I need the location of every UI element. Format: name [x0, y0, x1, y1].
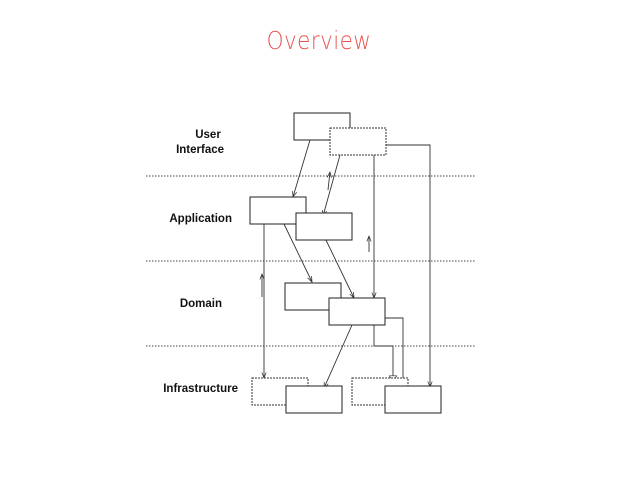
dependency-arrow — [324, 237, 354, 298]
layer-label-domain: Domain — [180, 298, 222, 310]
inheritance-arrow — [373, 325, 393, 383]
infrastructure-component-box — [384, 385, 442, 414]
upward-call-indicator — [328, 172, 330, 191]
layer-label-application: Application — [169, 213, 232, 225]
dependency-arrow — [283, 223, 312, 282]
dependency-arrow — [324, 324, 353, 388]
dependency-arrow — [293, 139, 311, 197]
dependency-arrow — [323, 154, 341, 216]
layer-label-user-interface: User Interface — [176, 129, 224, 156]
layer-label-infrastructure: Infrastructure — [163, 383, 238, 395]
domain-component-box — [284, 282, 342, 311]
dependency-arrow — [384, 317, 403, 387]
dependency-arrow — [384, 144, 430, 387]
application-component-box — [295, 212, 353, 241]
slide-title: Overview — [266, 26, 372, 55]
infrastructure-component-box — [285, 385, 343, 414]
domain-component-box — [328, 297, 386, 326]
ui-component-box — [329, 127, 387, 156]
